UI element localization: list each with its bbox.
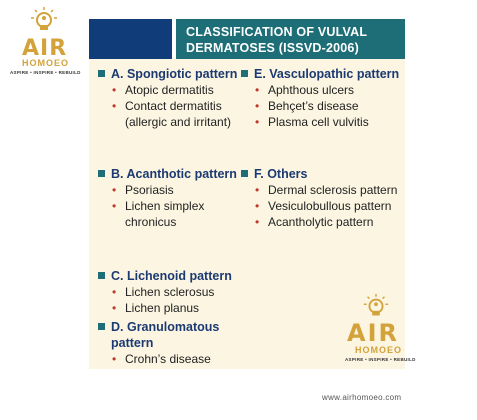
list-item: •Acantholytic pattern [255,215,374,229]
red-dot-icon: • [112,199,117,213]
logo-top: AIR HOMOEO ASPIRE • INSPIRE • REBUILD [10,6,80,76]
red-dot-icon: • [112,183,117,197]
list-item: •Lichen sclerosus [112,285,215,299]
square-bullet-icon [98,272,105,279]
square-bullet-icon [241,70,248,77]
title-box: CLASSIFICATION OF VULVAL DERMATOSES (ISS… [176,19,405,59]
red-dot-icon: • [112,285,117,299]
list-item: •Crohn’s disease [112,352,211,366]
content-panel: A. Spongiotic pattern •Atopic dermatitis… [89,59,405,369]
logo-word: AIR [22,36,68,61]
list-item: •Atopic dermatitis [112,83,214,97]
logo-bottom: AIR HOMOEO ASPIRE • INSPIRE • REBUILD [340,293,415,363]
list-item: •Contact dermatitis (allergic and irrita… [112,99,232,129]
square-bullet-icon [241,170,248,177]
section-acanthotic: B. Acanthotic pattern •Psoriasis •Lichen… [97,166,242,230]
lightbulb-person-icon [363,293,389,316]
red-dot-icon: • [255,83,260,97]
red-dot-icon: • [112,301,117,315]
section-lichenoid: C. Lichenoid pattern •Lichen sclerosus •… [97,268,242,316]
section-heading: F. Others [240,166,400,182]
list-item: •Aphthous ulcers [255,83,355,97]
red-dot-icon: • [255,115,260,129]
square-bullet-icon [98,70,105,77]
list-item: •Psoriasis [112,183,174,197]
list-item: •Behçet’s disease [255,99,359,113]
lightbulb-person-icon [31,7,57,30]
section-heading: C. Lichenoid pattern [97,268,242,284]
list-item: •Dermal sclerosis pattern [255,183,398,197]
section-heading: A. Spongiotic pattern [97,66,242,82]
title-line-2: DERMATOSES (ISSVD-2006) [186,41,359,55]
list-item: •Lichen planus [112,301,200,315]
red-dot-icon: • [255,183,260,197]
section-heading: B. Acanthotic pattern [97,166,242,182]
section-spongiotic: A. Spongiotic pattern •Atopic dermatitis… [97,66,242,130]
logo-tagline: ASPIRE • INSPIRE • REBUILD [345,357,416,362]
list-item: •Vesiculobullous pattern [255,199,392,213]
red-dot-icon: • [255,199,260,213]
list-item: •Lichen simplex chronicus [112,199,205,229]
red-dot-icon: • [112,83,117,97]
logo-sub: HOMOEO [22,58,70,68]
red-dot-icon: • [255,99,260,113]
section-others: F. Others •Dermal sclerosis pattern •Ves… [240,166,400,230]
section-heading: D. Granulomatous pattern [97,319,242,351]
logo-word: AIR [347,319,399,347]
list-item: •Plasma cell vulvitis [255,115,369,129]
logo-sub: HOMOEO [355,345,403,355]
section-heading: E. Vasculopathic pattern [240,66,400,82]
section-granulomatous: D. Granulomatous pattern •Crohn’s diseas… [97,319,242,367]
square-bullet-icon [98,323,105,330]
header-blue-block [89,19,172,59]
square-bullet-icon [98,170,105,177]
red-dot-icon: • [112,99,117,113]
logo-tagline: ASPIRE • INSPIRE • REBUILD [10,70,81,75]
title-line-1: CLASSIFICATION OF VULVAL [186,25,368,39]
section-vasculopathic: E. Vasculopathic pattern •Aphthous ulcer… [240,66,400,130]
red-dot-icon: • [255,215,260,229]
footer-url[interactable]: www.airhomoeo.com [322,393,402,402]
red-dot-icon: • [112,352,117,366]
